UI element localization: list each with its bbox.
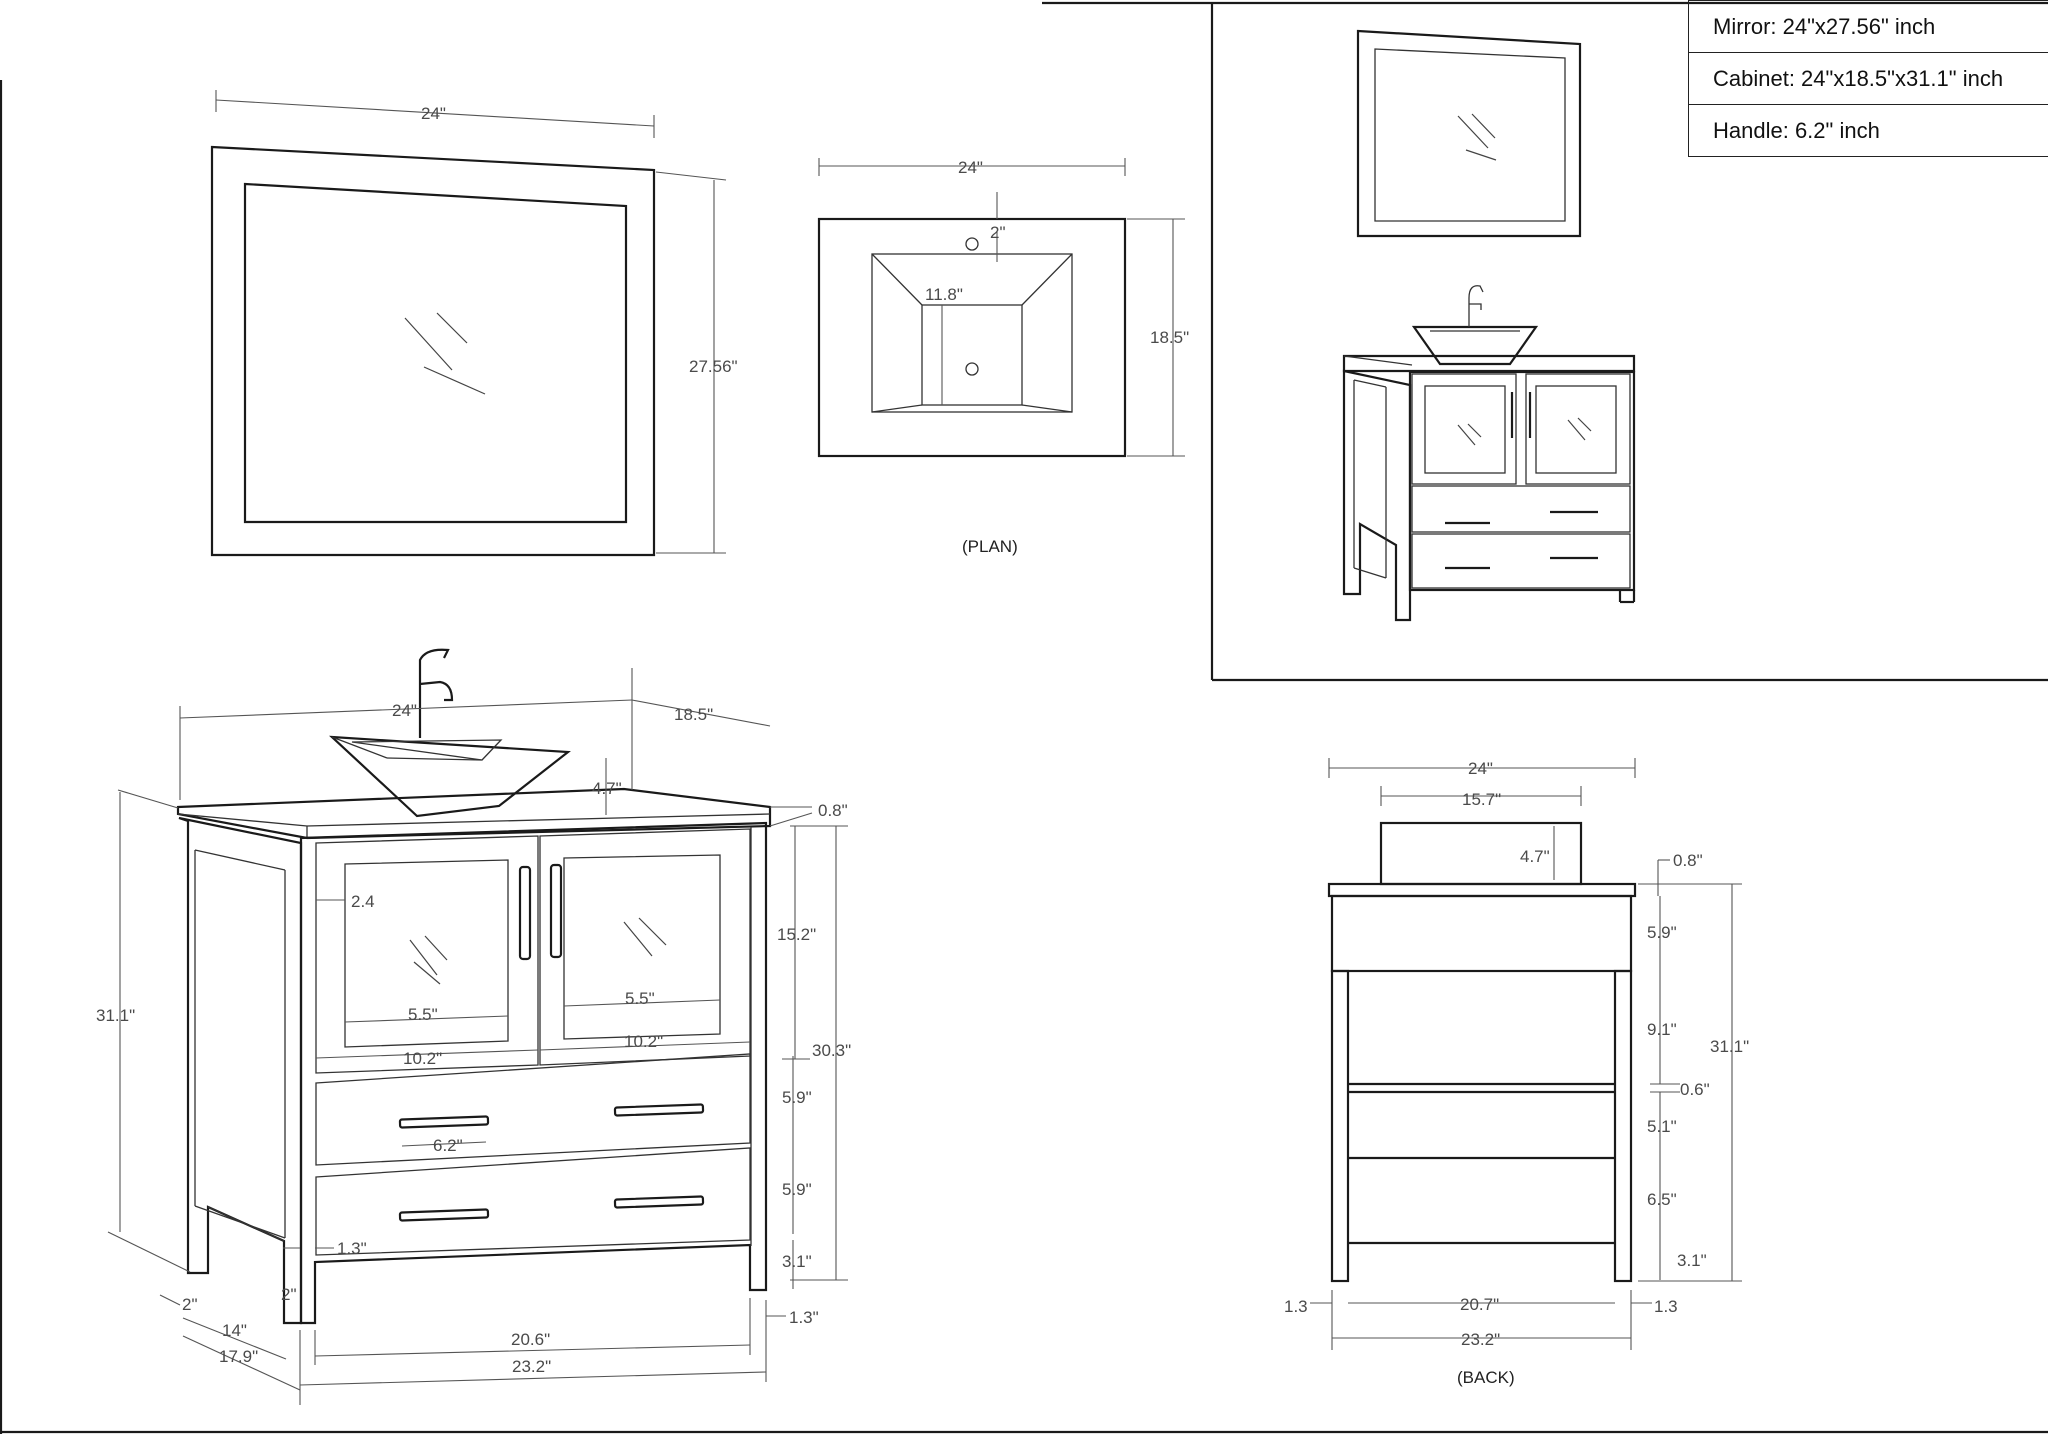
vessel-sink-icon (1379, 821, 1583, 886)
faucet-icon (418, 648, 454, 738)
door-handle-right (549, 863, 563, 959)
front-total-height-label: 31.1" (96, 1006, 135, 1025)
front-side-depth-label: 17.9" (219, 1347, 258, 1366)
back-panel-2-label: 6.5" (1647, 1190, 1677, 1209)
back-leg-left-label: 1.3 (1284, 1297, 1308, 1316)
mirror-width-label: 24" (421, 104, 446, 123)
drawer-handle (613, 1195, 705, 1209)
spec-row-mirror: Mirror: 24"x27.56" inch (1688, 0, 2048, 53)
front-top-thickness-label: 0.8" (818, 801, 848, 820)
front-glass-width-right-label: 5.5" (625, 989, 655, 1008)
front-view: 24" 18.5" 4.7" 0.8" 2.4 15.2" 5.5" 5.5" … (96, 648, 851, 1405)
plan-basin-label: 11.8" (925, 285, 963, 304)
front-top-width-label: 24" (392, 701, 417, 720)
back-sink-height-label: 4.7" (1520, 847, 1550, 866)
front-outer-width-label: 23.2" (512, 1357, 551, 1376)
faucet-icon (1468, 285, 1484, 327)
front-drawer-1-label: 5.9" (782, 1088, 812, 1107)
faucet-hole-icon (965, 237, 979, 251)
front-door-height-label: 15.2" (777, 925, 816, 944)
front-inner-width-label: 20.6" (511, 1330, 550, 1349)
back-leg-height-label: 3.1" (1677, 1251, 1707, 1270)
vessel-sink-icon (328, 735, 571, 818)
back-top-thickness-label: 0.8" (1673, 851, 1703, 870)
mirror-view: 24" 27.56" (210, 90, 738, 557)
front-handle-label: 6.2" (433, 1136, 463, 1155)
plan-width-label: 24" (958, 158, 983, 177)
back-apron-label: 5.9" (1647, 923, 1677, 942)
drain-hole-icon (965, 362, 979, 376)
spec-row-handle: Handle: 6.2" inch (1688, 104, 2048, 157)
back-total-height-label: 31.1" (1710, 1037, 1749, 1056)
drawer-handle (398, 1208, 490, 1222)
drawer-handle (613, 1103, 705, 1117)
glass-reflection-icon (1457, 113, 1497, 161)
plan-view: 24" 18.5" 2" 11.8" (PLAN) (817, 158, 1189, 556)
front-door-width-right-label: 10.2" (624, 1032, 663, 1051)
front-top-depth-label: 18.5" (674, 705, 713, 724)
plan-caption: (PLAN) (962, 537, 1018, 556)
mirror-height-label: 27.56" (689, 357, 738, 376)
back-outer-width-label: 23.2" (1461, 1330, 1500, 1349)
drawer-handle (398, 1115, 490, 1129)
perspective-view (1210, 3, 2048, 682)
spec-row-cabinet: Cabinet: 24"x18.5"x31.1" inch (1688, 52, 2048, 105)
back-inner-width-label: 20.7" (1460, 1295, 1499, 1314)
front-leg-side-label: 1.3" (789, 1308, 819, 1327)
front-leg-width-label: 1.3" (337, 1239, 367, 1258)
glass-reflection-icon (404, 312, 486, 395)
vessel-sink-icon (1411, 325, 1539, 366)
front-side-inner-label: 14" (222, 1321, 247, 1340)
spec-mirror: Mirror: 24"x27.56" inch (1688, 0, 2048, 53)
front-sink-height-label: 4.7" (592, 779, 622, 798)
back-shelf-label: 0.6" (1680, 1080, 1710, 1099)
back-caption: (BACK) (1457, 1368, 1515, 1387)
spec-cabinet: Cabinet: 24"x18.5"x31.1" inch (1688, 52, 2048, 105)
front-body-height-label: 30.3" (812, 1041, 851, 1060)
glass-reflection-icon (409, 917, 667, 985)
door-handle-left (518, 865, 532, 961)
front-leg-height-label: 3.1" (782, 1252, 812, 1271)
front-glass-width-left-label: 5.5" (408, 1005, 438, 1024)
spec-handle: Handle: 6.2" inch (1688, 104, 2048, 157)
back-view: 24" 15.7" 4.7" 0.8" 5.9" 9.1" 0.6" 5.1" … (1284, 758, 1749, 1387)
spec-table: Mirror: 24"x27.56" inch Cabinet: 24"x18.… (1688, 0, 2048, 157)
plan-depth-label: 18.5" (1150, 328, 1189, 347)
back-top-width-label: 24" (1468, 759, 1493, 778)
plan-faucet-offset-label: 2" (990, 223, 1006, 242)
front-side-leg-front-label: 2" (281, 1285, 297, 1304)
front-drawer-2-label: 5.9" (782, 1180, 812, 1199)
back-sink-width-label: 15.7" (1462, 790, 1501, 809)
front-door-width-left-label: 10.2" (403, 1049, 442, 1068)
front-side-leg-label: 2" (182, 1295, 198, 1314)
front-frame-width-label: 2.4 (351, 892, 375, 911)
back-leg-right-label: 1.3 (1654, 1297, 1678, 1316)
back-opening-label: 9.1" (1647, 1020, 1677, 1039)
back-panel-1-label: 5.1" (1647, 1117, 1677, 1136)
